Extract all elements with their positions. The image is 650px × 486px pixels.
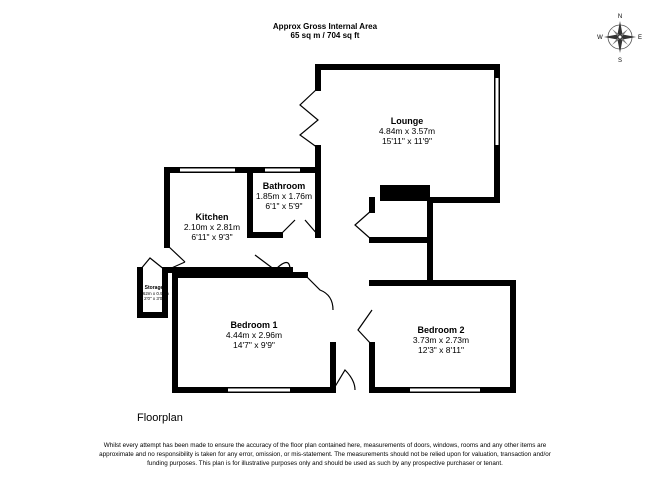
compass-n: N: [618, 14, 622, 20]
room-imperial: 14'7" x 9'9": [233, 340, 275, 350]
room-name: Kitchen: [195, 212, 229, 222]
room-imperial: 6'11" x 9'3": [191, 232, 233, 242]
fireplace: [380, 185, 430, 201]
room-name: Bathroom: [262, 181, 306, 191]
room-metric: 4.44m x 2.96m: [225, 330, 283, 340]
room-imperial: 2'0" x 3'0": [144, 296, 164, 301]
room-imperial: 6'1" x 5'9": [265, 201, 303, 211]
room-metric: 3.73m x 2.73m: [412, 335, 470, 345]
compass-s: S: [618, 58, 622, 64]
floorplan-label: Floorplan: [137, 412, 183, 424]
room-metric: 0.62m x 0.91m: [139, 291, 169, 296]
area-title: Approx Gross Internal Area: [272, 22, 378, 31]
compass-icon: N S E W: [597, 14, 642, 64]
room-metric: 2.10m x 2.81m: [183, 222, 241, 232]
room-name: Bedroom 2: [417, 325, 465, 335]
room-name: Lounge: [390, 116, 424, 126]
disclaimer: Whilst every attempt has been made to en…: [99, 442, 551, 467]
room-metric: 4.84m x 3.57m: [378, 126, 436, 136]
area-value: 65 sq m / 704 sq ft: [290, 31, 360, 40]
doors: [139, 87, 373, 391]
compass-w: W: [597, 35, 603, 41]
room-name: Bedroom 1: [230, 320, 278, 330]
room-imperial: 15'11" x 11'9": [381, 136, 433, 146]
windows: [180, 78, 499, 392]
room-name: Storage: [144, 285, 164, 291]
room-imperial: 12'3" x 8'11": [417, 345, 464, 355]
compass-e: E: [638, 35, 642, 41]
room-metric: 1.85m x 1.76m: [255, 191, 313, 201]
